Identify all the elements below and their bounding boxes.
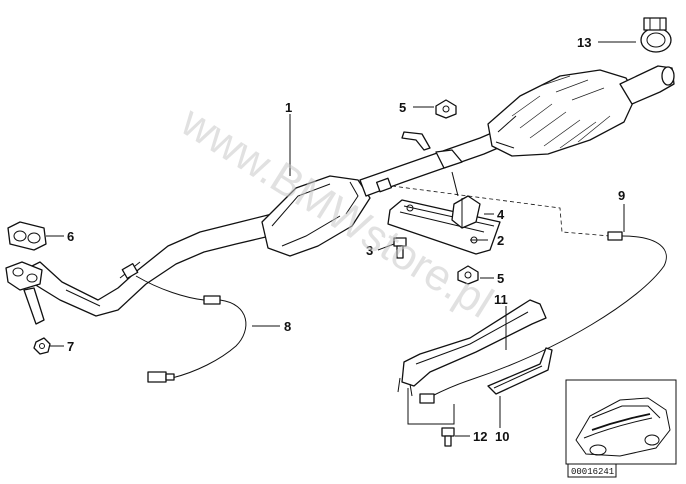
callout-1[interactable]: 1	[285, 100, 292, 115]
callout-4[interactable]: 4	[497, 207, 505, 222]
pipe-clamp[interactable]	[640, 17, 672, 53]
mounting-bolt[interactable]	[393, 237, 407, 259]
callout-10[interactable]: 10	[495, 429, 509, 444]
callout-labels: 1 2 3 4 5 5 6 7 8 9 10 11 12 13	[67, 35, 625, 444]
hex-nut-front[interactable]	[33, 337, 51, 355]
rear-oxygen-sensor[interactable]	[391, 185, 667, 404]
manifold-gasket[interactable]	[7, 221, 47, 251]
callout-11[interactable]: 11	[494, 292, 508, 307]
sensor-wire-bracket[interactable]	[397, 299, 547, 397]
callout-5-lower[interactable]: 5	[497, 271, 504, 286]
vehicle-location-inset	[565, 379, 677, 465]
callout-3[interactable]: 3	[366, 243, 373, 258]
exhaust-pipe-assembly[interactable]	[5, 65, 675, 325]
callout-7[interactable]: 7	[67, 339, 74, 354]
callout-5-upper[interactable]: 5	[399, 100, 406, 115]
front-oxygen-sensor[interactable]	[135, 275, 247, 383]
diagram-code: 00016241	[571, 467, 614, 477]
hex-nut-upper[interactable]	[435, 99, 457, 119]
rubber-mount[interactable]	[451, 171, 481, 229]
callout-6[interactable]: 6	[67, 229, 74, 244]
cable-holder[interactable]	[487, 347, 553, 395]
diagram-code-box: 00016241	[567, 463, 617, 478]
callout-12[interactable]: 12	[473, 429, 487, 444]
callout-13[interactable]: 13	[577, 35, 591, 50]
fixing-screw[interactable]	[441, 427, 455, 447]
callout-8[interactable]: 8	[284, 319, 291, 334]
callout-9[interactable]: 9	[618, 188, 625, 203]
callout-2[interactable]: 2	[497, 233, 504, 248]
hex-nut-lower[interactable]	[457, 265, 479, 285]
leader-lines	[46, 41, 636, 437]
